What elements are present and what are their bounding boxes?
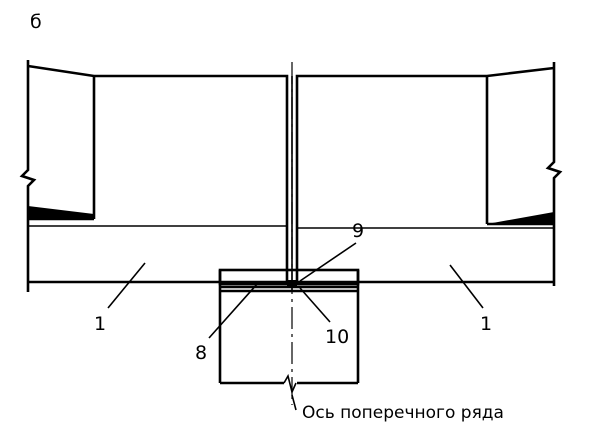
label-item-10: 10 — [325, 326, 349, 348]
left-slab-break-line — [19, 60, 37, 292]
left-slab-outline — [27, 64, 289, 282]
label-item-8: 8 — [195, 342, 207, 364]
right-slab-outline — [295, 66, 555, 282]
leader-10 — [299, 287, 331, 323]
left-rib-bottom — [28, 206, 94, 219]
axis-caption-leader — [291, 394, 297, 411]
leader-8 — [208, 282, 259, 339]
right-slab-break-line — [545, 62, 563, 286]
label-item-9: 9 — [352, 220, 364, 242]
label-slab-right: 1 — [480, 313, 492, 335]
figure-letter: б — [30, 11, 42, 33]
leader-9 — [299, 242, 357, 282]
axis-caption: Ось поперечного ряда — [302, 403, 504, 423]
leader-1-left — [107, 262, 146, 309]
label-slab-left: 1 — [94, 313, 106, 335]
support-break-mark — [283, 373, 297, 395]
right-rib-bottom — [487, 212, 554, 224]
left-slab — [19, 60, 289, 292]
right-slab — [295, 62, 563, 286]
leader-1-right — [449, 264, 484, 309]
